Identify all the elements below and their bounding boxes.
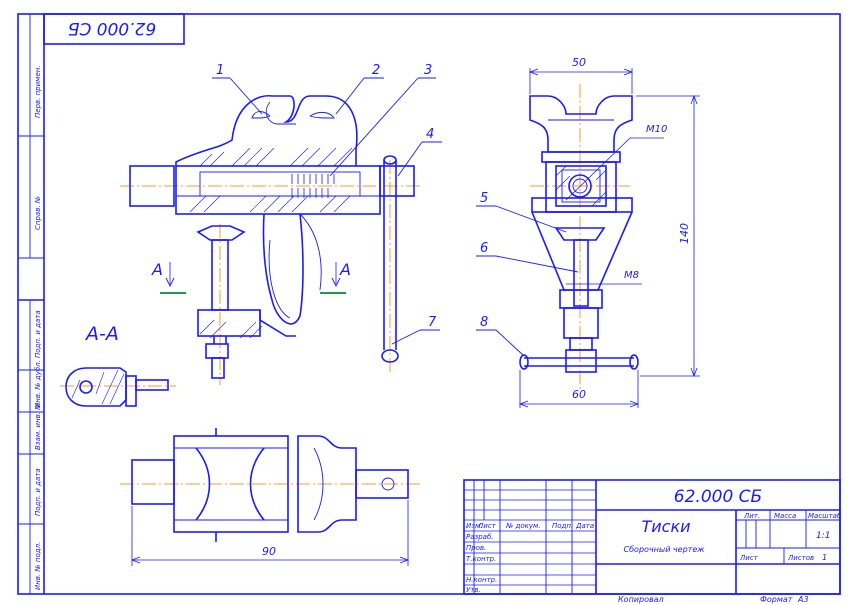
tb-lit-label: Лит. xyxy=(743,512,760,520)
rotated-doc-code: 62.000 СБ xyxy=(68,18,156,38)
callout-2: 2 xyxy=(372,63,380,78)
callouts-front: 1 2 3 4 7 xyxy=(212,63,442,345)
top-view: 90 xyxy=(120,428,420,566)
outer-frame xyxy=(17,13,841,595)
copied-label: Копировал xyxy=(618,595,664,604)
tb-col-data: Дата xyxy=(575,522,594,530)
side-label-perv: Перв. примен. xyxy=(34,65,42,118)
tb-row-prov: Пров. xyxy=(466,544,486,552)
tb-row-utv: Утв. xyxy=(466,586,481,594)
title-block: Изм. Лист № докум. Подп. Дата Разраб. Пр… xyxy=(463,479,842,595)
tb-mass-label: Масса xyxy=(774,512,796,520)
tb-row-tkontr: Т.контр. xyxy=(466,555,496,563)
side-view: 50 140 60 M10 M8 5 6 8 xyxy=(476,56,700,408)
side-label-podp2: Подп. и дата xyxy=(34,468,42,516)
side-label-vzam: Взам. инв. № xyxy=(34,402,42,450)
dim-base-width: 60 xyxy=(572,388,586,401)
section-mark-right: А xyxy=(339,260,351,279)
side-label-dubl: Инв. № дубл. xyxy=(34,360,42,408)
tb-col-izm: Изм. xyxy=(466,522,482,530)
rotated-code-box xyxy=(43,13,185,45)
tb-scale-label: Масштаб xyxy=(808,512,842,520)
callout-5: 5 xyxy=(480,191,488,206)
tb-designation: 62.000 СБ xyxy=(674,487,762,507)
section-mark-left: А xyxy=(151,260,163,279)
callout-6: 6 xyxy=(480,241,488,256)
tb-sheet-label: Лист xyxy=(739,554,759,562)
section-aa: А-А xyxy=(60,323,176,407)
callout-1: 1 xyxy=(216,63,224,78)
callout-8: 8 xyxy=(480,315,488,330)
side-label-podp1: Подп. и дата xyxy=(34,310,42,358)
tb-col-podp: Подп. xyxy=(552,522,573,530)
tb-scale-value: 1:1 xyxy=(816,531,830,541)
tb-sheets-label: Листов xyxy=(787,554,814,562)
dim-length: 90 xyxy=(262,545,276,558)
dim-thread-m8: M8 xyxy=(624,270,639,281)
format-value: А3 xyxy=(797,595,809,604)
side-label-sprav: Справ. № xyxy=(34,196,42,230)
tb-doc-type: Сборочный чертеж xyxy=(624,545,706,554)
format-label: Формат xyxy=(760,595,793,604)
tb-col-ndokum: № докум. xyxy=(505,522,541,530)
tb-row-nkontr: Н.контр. xyxy=(466,576,497,584)
tb-name: Тиски xyxy=(641,517,690,536)
callout-4: 4 xyxy=(426,127,434,142)
side-label-inv: Инв. № подл. xyxy=(34,542,42,590)
section-title: А-А xyxy=(84,323,119,345)
front-view: А А xyxy=(120,94,420,385)
dim-thread-m10: M10 xyxy=(646,124,667,135)
callout-7: 7 xyxy=(428,315,437,330)
tb-sheets-value: 1 xyxy=(822,553,827,562)
dim-height: 140 xyxy=(678,223,691,244)
dim-top-width: 50 xyxy=(572,56,586,69)
tb-col-list: Лист xyxy=(477,522,497,530)
side-stamp: Перв. примен. Справ. № Подп. и дата Инв.… xyxy=(18,14,44,594)
tb-row-razrab: Разраб. xyxy=(466,533,494,541)
callout-3: 3 xyxy=(424,63,432,78)
